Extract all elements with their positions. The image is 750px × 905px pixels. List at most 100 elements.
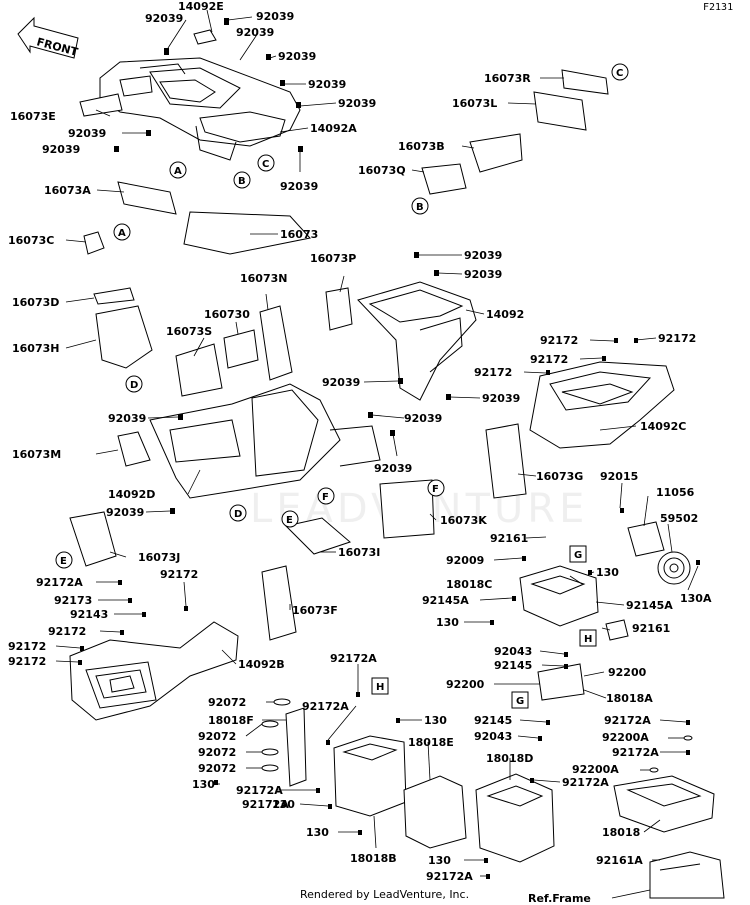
pad-16073D xyxy=(93,287,135,305)
callout-H: H H xyxy=(371,629,597,695)
label-92145A: 92145A xyxy=(626,599,673,612)
svg-text:D: D xyxy=(130,380,138,391)
pad-16073A xyxy=(117,181,177,215)
label-92039: 92039 xyxy=(322,376,360,389)
svg-text:G: G xyxy=(574,550,582,561)
label-92172: 92172 xyxy=(8,655,46,668)
label-92145: 92145 xyxy=(494,659,532,672)
callout-G: G G xyxy=(511,545,587,709)
pad-160730 xyxy=(223,329,259,369)
speaker-59502 xyxy=(657,551,691,585)
label-92072: 92072 xyxy=(198,730,236,743)
pad-16073S xyxy=(175,343,223,397)
callout-D: D D xyxy=(125,375,247,522)
label-14092: 14092 xyxy=(486,308,524,321)
panel-18018F xyxy=(285,707,307,787)
label-92172A: 92172A xyxy=(236,784,283,797)
pad-16073N xyxy=(259,305,293,381)
label-130: 130 xyxy=(428,854,451,867)
label-16073F: 16073F xyxy=(292,604,338,617)
panel-18018 xyxy=(613,775,715,833)
label-18018B: 18018B xyxy=(350,852,397,865)
label-92039: 92039 xyxy=(278,50,316,63)
label-18018C: 18018C xyxy=(446,578,492,591)
pad-16073J xyxy=(69,511,117,567)
callout-A: A A xyxy=(113,161,187,241)
label-92173: 92173 xyxy=(54,594,92,607)
label-92172A: 92172A xyxy=(562,776,609,789)
label-92161: 92161 xyxy=(632,622,670,635)
label-92039: 92039 xyxy=(464,268,502,281)
label-16073Q: 16073Q xyxy=(358,164,406,177)
pad-16073G xyxy=(485,423,527,499)
label-130: 130 xyxy=(272,798,295,811)
label-14092C: 14092C xyxy=(640,420,686,433)
part-labels: 14092E 92039 92039 92039 92039 92039 920… xyxy=(8,0,712,883)
label-92039: 92039 xyxy=(404,412,442,425)
label-92039: 92039 xyxy=(68,127,106,140)
label-92043: 92043 xyxy=(474,730,512,743)
svg-text:D: D xyxy=(234,509,242,520)
label-16073D: 16073D xyxy=(12,296,59,309)
part-11056 xyxy=(627,521,665,557)
label-92200A: 92200A xyxy=(602,731,649,744)
label-92039: 92039 xyxy=(256,10,294,23)
label-92172: 92172 xyxy=(160,568,198,581)
label-130: 130 xyxy=(306,826,329,839)
pad-92161 xyxy=(605,619,629,641)
label-92039: 92039 xyxy=(338,97,376,110)
box-18018D xyxy=(475,773,555,863)
label-92039: 92039 xyxy=(42,143,80,156)
cover-14092 xyxy=(357,281,477,401)
label-92072: 92072 xyxy=(198,762,236,775)
front-arrow-icon: FRONT xyxy=(17,16,80,59)
label-16073L: 16073L xyxy=(452,97,497,110)
label-92200: 92200 xyxy=(608,666,647,679)
pad-16073R xyxy=(561,69,609,95)
label-92145A: 92145A xyxy=(422,594,469,607)
label-18018F: 18018F xyxy=(208,714,254,727)
label-16073P: 16073P xyxy=(310,252,356,265)
label-92161: 92161 xyxy=(490,532,528,545)
label-16073C: 16073C xyxy=(8,234,54,247)
label-92015: 92015 xyxy=(600,470,638,483)
pad-16073I xyxy=(285,517,351,555)
svg-text:C: C xyxy=(616,68,623,79)
label-16073S: 16073S xyxy=(166,325,212,338)
label-16073B: 16073B xyxy=(398,140,445,153)
label-130A: 130A xyxy=(680,592,712,605)
label-92145: 92145 xyxy=(474,714,512,727)
label-16073I: 16073I xyxy=(338,546,380,559)
pad-16073F xyxy=(261,565,297,641)
pad-16073B xyxy=(469,133,523,173)
label-92172: 92172 xyxy=(658,332,696,345)
panel-18018A xyxy=(537,663,585,701)
label-92172: 92172 xyxy=(474,366,512,379)
svg-text:A: A xyxy=(118,228,126,239)
pad-16073P xyxy=(325,287,353,331)
ref-frame-label: Ref.Frame xyxy=(528,892,591,905)
label-92039: 92039 xyxy=(308,78,346,91)
label-92172A: 92172A xyxy=(426,870,473,883)
label-14092D: 14092D xyxy=(108,488,155,501)
pad-16073E xyxy=(79,93,123,117)
label-92200: 92200 xyxy=(446,678,485,691)
label-160730: 160730 xyxy=(204,308,250,321)
label-92161A: 92161A xyxy=(596,854,643,867)
label-92039: 92039 xyxy=(145,12,183,25)
label-130: 130 xyxy=(424,714,447,727)
label-92172A: 92172A xyxy=(604,714,651,727)
box-18018E xyxy=(403,775,467,849)
diagram-code: F2131 xyxy=(703,2,733,13)
box-18018C xyxy=(519,565,599,627)
floor-14092D xyxy=(149,383,381,499)
credit-text: Rendered by LeadVenture, Inc. xyxy=(300,888,469,901)
label-92039: 92039 xyxy=(280,180,318,193)
label-92039: 92039 xyxy=(374,462,412,475)
pad-16073Q xyxy=(421,163,467,195)
svg-text:F: F xyxy=(322,492,329,503)
label-16073K: 16073K xyxy=(440,514,487,527)
label-92039: 92039 xyxy=(464,249,502,262)
label-92039: 92039 xyxy=(106,506,144,519)
